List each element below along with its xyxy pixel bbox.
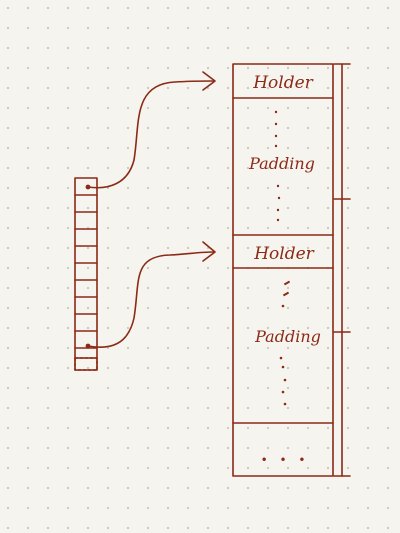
padding-1-label: Padding bbox=[248, 154, 315, 173]
padding-dot bbox=[280, 357, 283, 360]
padding-dot bbox=[275, 145, 277, 147]
trailing-ellipsis: • • • bbox=[261, 453, 310, 467]
padding-dot bbox=[275, 123, 277, 125]
padding-dot bbox=[275, 111, 277, 113]
padding-dot bbox=[282, 391, 285, 394]
padding-dot bbox=[278, 197, 280, 199]
padding-dot bbox=[277, 185, 279, 187]
padding-dot bbox=[282, 366, 285, 369]
padding-dot bbox=[284, 403, 287, 406]
holder-1-label: Holder bbox=[252, 73, 313, 93]
padding-dot bbox=[277, 219, 279, 221]
pointer-arrow-2-origin-dot bbox=[86, 344, 91, 349]
padding-dot bbox=[282, 305, 285, 308]
padding-dot bbox=[284, 379, 287, 382]
padding-dot bbox=[275, 135, 277, 137]
pointer-arrow-1-origin-dot bbox=[86, 185, 91, 190]
holder-2-label: Holder bbox=[253, 244, 314, 264]
padding-2-label: Padding bbox=[254, 327, 321, 346]
padding-dot bbox=[277, 209, 279, 211]
